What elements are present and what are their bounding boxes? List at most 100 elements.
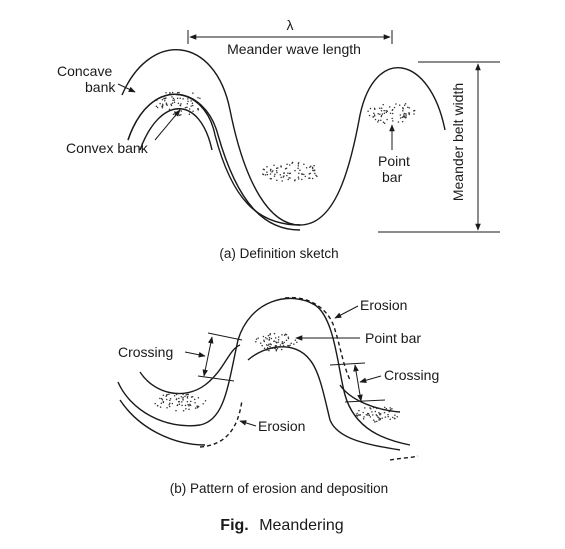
stipple-dot bbox=[176, 108, 178, 111]
stipple-dot bbox=[178, 91, 180, 94]
stipple-dot bbox=[405, 116, 407, 118]
stipple-dot bbox=[297, 163, 300, 165]
point-bar-label-line2: bar bbox=[382, 169, 403, 185]
stipple-dot bbox=[180, 395, 183, 398]
stipple-dot bbox=[413, 113, 415, 115]
stipple-dot bbox=[389, 112, 392, 114]
stipple-dot bbox=[187, 403, 189, 406]
stipple-dot bbox=[263, 340, 266, 343]
stipple-dot bbox=[188, 108, 191, 110]
stipple-dot bbox=[308, 177, 310, 179]
stipple-dot bbox=[372, 116, 374, 118]
stipple-dot bbox=[279, 344, 282, 346]
crossing-left-pointer bbox=[184, 351, 206, 358]
stipple-dot bbox=[405, 114, 407, 116]
stipple-dot bbox=[387, 415, 389, 418]
stipple-dot bbox=[277, 336, 280, 338]
stipple-dot bbox=[296, 341, 298, 343]
stipple-dot bbox=[192, 110, 194, 112]
stipple-dot bbox=[378, 407, 381, 410]
stipple-dot bbox=[310, 165, 312, 168]
stipple-dot bbox=[379, 418, 381, 421]
stipple-dot bbox=[176, 392, 179, 395]
stipple-dot bbox=[165, 97, 167, 99]
stipple-dot bbox=[187, 98, 189, 100]
stipple-dot bbox=[402, 110, 404, 112]
stipple-dot bbox=[159, 102, 161, 105]
stipple-dot bbox=[288, 172, 291, 175]
stipple-dot bbox=[270, 177, 273, 180]
stipple-dot bbox=[184, 404, 187, 407]
stipple-dot bbox=[391, 112, 394, 115]
stipple-dot bbox=[385, 407, 388, 410]
stipple-dot bbox=[374, 410, 377, 413]
stipple-dot bbox=[294, 169, 296, 172]
stipple-dot bbox=[165, 398, 168, 401]
stipple-dot bbox=[262, 173, 264, 175]
stipple-dot bbox=[294, 339, 297, 342]
stipple-dot bbox=[255, 338, 258, 340]
stipple-dot bbox=[177, 102, 180, 105]
stipple-dot bbox=[389, 407, 391, 409]
stipple-dot bbox=[160, 402, 163, 404]
caption-b: (b) Pattern of erosion and deposition bbox=[170, 481, 388, 496]
stipple-dot bbox=[263, 347, 266, 349]
stipple-dot bbox=[373, 112, 375, 114]
stipple-dot bbox=[297, 165, 300, 167]
stipple-dot bbox=[181, 401, 183, 403]
stipple-dot bbox=[286, 163, 288, 165]
stipple-dot bbox=[377, 121, 379, 123]
stipple-dot bbox=[182, 98, 184, 100]
erosion-sketch: Erosion Point bar Crossing Crossing Eros… bbox=[117, 296, 439, 496]
stipple-dot bbox=[372, 419, 375, 421]
belt-width-label: Meander belt width bbox=[450, 83, 466, 201]
stipple-dot bbox=[288, 345, 290, 347]
stipple-dot bbox=[376, 420, 378, 423]
stipple-dot bbox=[388, 410, 390, 413]
stipple-dot bbox=[269, 170, 272, 172]
stipple-dot bbox=[188, 408, 190, 410]
stipple-dot bbox=[403, 114, 405, 116]
stipple-dot bbox=[189, 111, 191, 114]
stipple-dot bbox=[374, 108, 376, 111]
stipple-dot bbox=[289, 344, 291, 347]
stipple-dot bbox=[273, 175, 276, 177]
stipple-dot bbox=[171, 102, 174, 104]
stipple-dot bbox=[189, 403, 191, 406]
stipple-dot bbox=[257, 337, 259, 339]
stipple-dot bbox=[166, 407, 168, 409]
stipple-dot bbox=[277, 338, 280, 341]
stipple-dot bbox=[380, 110, 383, 112]
stipple-dot bbox=[383, 122, 386, 124]
stipple-dot bbox=[378, 417, 380, 419]
inner-bank-line-2 bbox=[127, 93, 301, 231]
stipple-dot bbox=[362, 418, 365, 420]
stipple-dot bbox=[391, 117, 393, 120]
figure-prefix: Fig. bbox=[220, 517, 248, 534]
stipple-dot bbox=[176, 91, 179, 94]
stipple-dot bbox=[168, 405, 171, 408]
stipple-dot bbox=[271, 347, 274, 349]
stipple-dot bbox=[280, 166, 282, 168]
stipple-dot bbox=[264, 174, 267, 176]
stipple-dot bbox=[184, 106, 187, 109]
figure-title-text: Meandering bbox=[259, 517, 344, 534]
stipple-dot bbox=[170, 103, 172, 105]
point-bar-b-label: Point bar bbox=[365, 330, 421, 346]
stipple-dot bbox=[268, 343, 270, 346]
stipple-dot bbox=[397, 411, 399, 413]
stipple-dot bbox=[392, 416, 394, 419]
stipple-dot bbox=[170, 109, 173, 111]
stipple-dot bbox=[402, 116, 404, 118]
stipple-dot bbox=[383, 109, 385, 112]
stipple-dot bbox=[159, 406, 162, 408]
stipple-dot bbox=[399, 114, 402, 116]
stipple-dot bbox=[274, 347, 276, 350]
stipple-dot bbox=[193, 398, 196, 401]
stipple-dot bbox=[171, 96, 173, 98]
stipple-dot bbox=[382, 103, 384, 106]
stipple-dot bbox=[359, 414, 362, 416]
stipple-dot bbox=[273, 332, 276, 335]
stipple-dot bbox=[380, 115, 383, 118]
inner-bank-b-line bbox=[139, 344, 241, 395]
